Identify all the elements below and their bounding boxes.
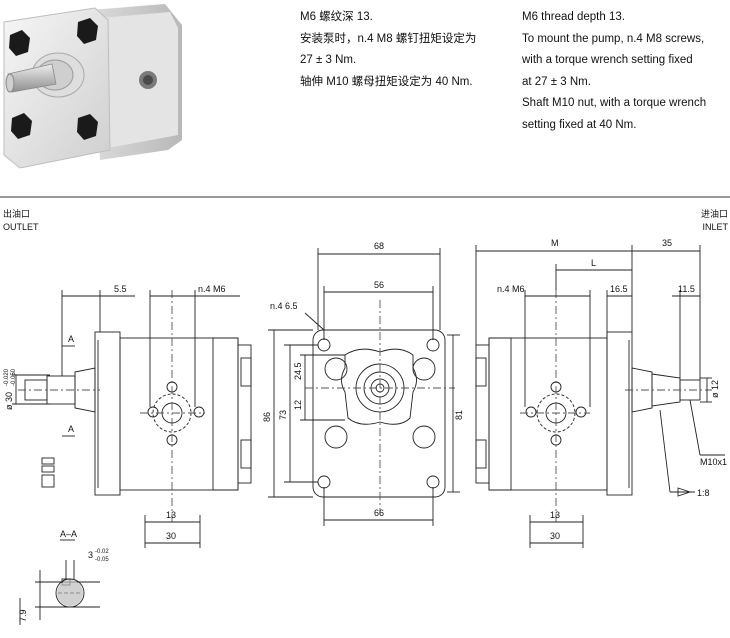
dim-label: 11.5 <box>678 284 695 294</box>
note-en-line: M6 thread depth 13. <box>522 11 625 23</box>
outlet-label-en: OUTLET <box>3 222 39 232</box>
dim-label: 5.5 <box>114 284 127 294</box>
left-view <box>12 290 252 548</box>
note-en-line: Shaft M10 nut, with a torque wrench <box>522 97 707 109</box>
dim-label: -0.02 <box>95 549 109 555</box>
dim-label: 66 <box>374 508 384 518</box>
dim-label: M10x1 <box>700 457 727 467</box>
dim-label: 16.5 <box>610 284 628 294</box>
dim-label: 86 <box>262 412 272 422</box>
dim-label: 24.5 <box>293 362 303 380</box>
inlet-label: 进油口 INLET <box>700 208 728 234</box>
dim-label: ø 12 <box>710 380 720 398</box>
note-cn-line: 轴伸 M10 螺母扭矩设定为 40 Nm. <box>300 75 473 88</box>
dim-label: 7.9 <box>18 609 28 622</box>
dim-label: -0.020 <box>4 368 10 386</box>
note-en-line: with a torque wrench setting fixed <box>522 54 693 66</box>
section-hatch <box>57 580 83 606</box>
dim-label: 73 <box>278 410 288 420</box>
dim-label: 12 <box>293 400 303 410</box>
dim-label: 3 <box>88 550 93 560</box>
note-en-line: at 27 ± 3 Nm. <box>522 75 591 88</box>
center-view <box>268 248 460 526</box>
note-en-line: To mount the pump, n.4 M8 screws, <box>522 32 705 45</box>
note-cn-line: 安装泵时，n.4 M8 螺钉扭矩设定为 <box>300 32 477 45</box>
dim-label: 30 <box>550 531 560 541</box>
inlet-label-cn: 进油口 <box>700 209 728 219</box>
outlet-label-cn: 出油口 <box>3 209 31 219</box>
dim-label: -0.05 <box>95 557 109 563</box>
dim-label: -0.050 <box>11 368 17 386</box>
note-cn-line: M6 螺纹深 13. <box>300 11 373 23</box>
dim-label: n.4 6.5 <box>270 301 298 311</box>
dim-label: 13 <box>550 510 560 520</box>
dim-label: M <box>551 238 559 248</box>
dim-label: ø 30 <box>4 392 14 410</box>
dim-label: n.4 M6 <box>497 284 525 294</box>
dim-label: n.4 M6 <box>198 284 226 294</box>
outlet-label: 出油口 OUTLET <box>3 208 39 234</box>
dim-label: 56 <box>374 280 384 290</box>
notes-chinese: M6 螺纹深 13. 安装泵时，n.4 M8 螺钉扭矩设定为 27 ± 3 Nm… <box>300 7 476 93</box>
dim-label: 35 <box>662 238 672 248</box>
notes-english: M6 thread depth 13. To mount the pump, n… <box>522 7 706 136</box>
dim-label: A <box>68 334 74 344</box>
inlet-label-en: INLET <box>702 222 728 232</box>
dim-label: 30 <box>166 531 176 541</box>
dim-label: A <box>68 424 74 434</box>
pump-photo <box>3 4 182 169</box>
dim-label: 13 <box>166 510 176 520</box>
dim-label: L <box>591 258 596 268</box>
right-view <box>475 245 725 548</box>
note-en-line: setting fixed at 40 Nm. <box>522 118 637 131</box>
note-cn-line: 27 ± 3 Nm. <box>300 54 357 66</box>
dim-label: 81 <box>454 410 464 420</box>
dim-label: 68 <box>374 241 384 251</box>
dim-label: 1:8 <box>697 488 710 498</box>
dim-label: A–A <box>60 529 77 539</box>
